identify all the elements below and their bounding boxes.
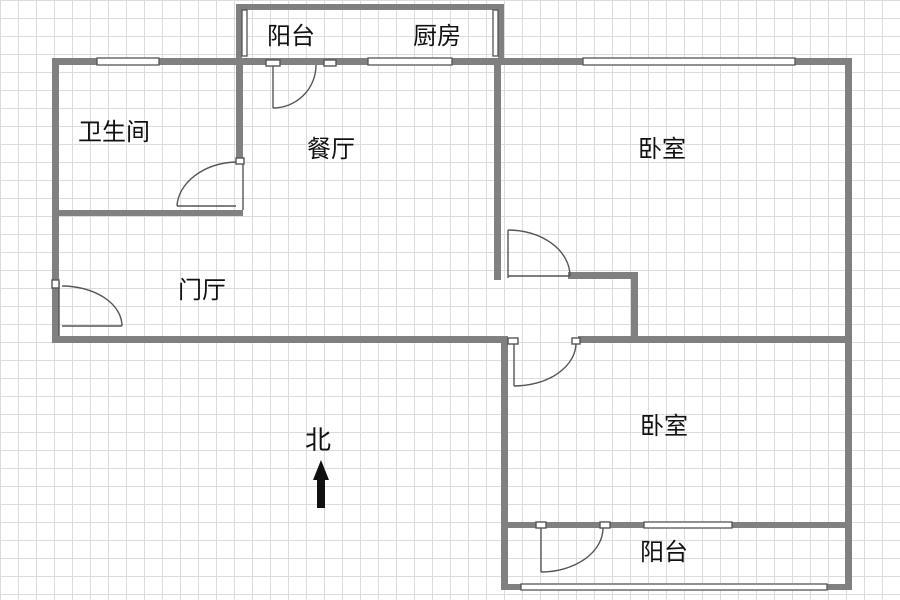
walls	[52, 4, 852, 590]
window	[520, 583, 828, 591]
door-bedroom-south	[507, 337, 581, 387]
wall	[501, 336, 508, 590]
window	[582, 57, 796, 66]
door-bathroom	[176, 157, 245, 210]
wall	[52, 336, 508, 343]
door-entry	[51, 279, 123, 336]
room-label-bedroom-east: 卧室	[638, 135, 686, 163]
wall	[578, 336, 852, 343]
wall	[236, 4, 504, 10]
window	[492, 9, 499, 57]
wall	[52, 58, 59, 342]
window	[96, 57, 160, 66]
wall	[236, 58, 243, 162]
room-label-bedroom-south: 卧室	[640, 412, 688, 440]
wall	[498, 4, 504, 62]
door-balcony-north	[265, 59, 337, 109]
room-label-kitchen: 厨房	[413, 22, 461, 50]
wall	[568, 272, 638, 279]
room-label-balcony-south: 阳台	[640, 538, 688, 566]
doors	[51, 59, 611, 573]
room-label-balcony-north: 阳台	[267, 22, 315, 50]
room-label-bathroom: 卫生间	[78, 118, 150, 146]
wall	[52, 210, 243, 216]
room-label-dining: 餐厅	[307, 135, 355, 163]
wall	[494, 58, 501, 280]
window	[241, 9, 248, 57]
window	[643, 521, 733, 529]
door-bedroom-east	[507, 229, 571, 278]
window	[367, 57, 453, 66]
wall	[631, 272, 638, 340]
door-balcony-south	[535, 521, 611, 573]
wall	[236, 4, 242, 62]
windows	[96, 9, 828, 591]
compass-label: 北	[305, 426, 332, 456]
north-arrow-icon	[313, 460, 329, 508]
wall	[845, 58, 852, 590]
room-label-foyer: 门厅	[178, 276, 226, 304]
